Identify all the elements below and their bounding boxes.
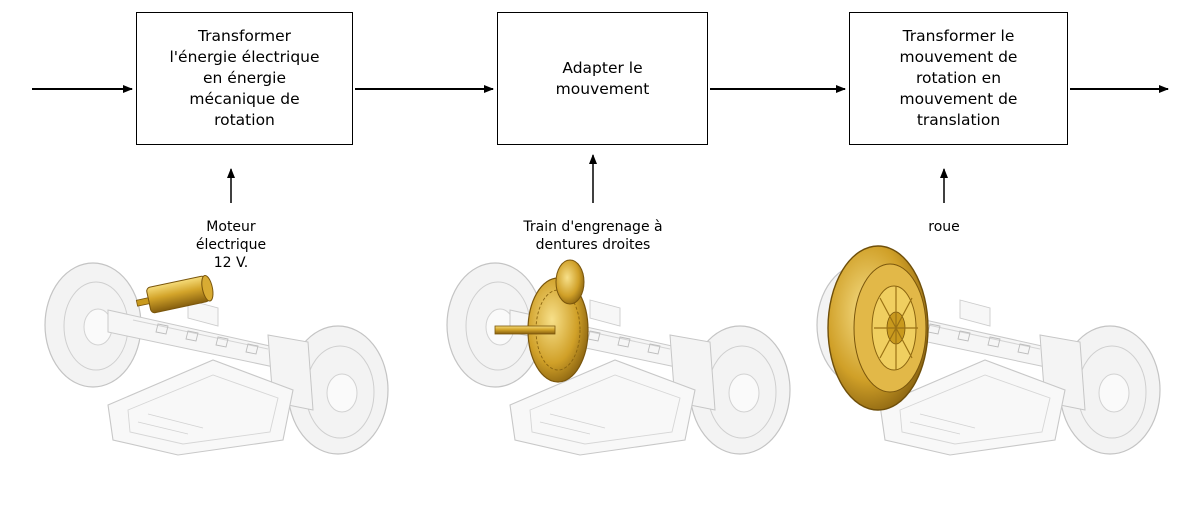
label-wheel: roue [928, 219, 960, 235]
label-gear-train: Train d'engrenage à dentures droites [523, 219, 663, 253]
label-motor: Moteur électrique 12 V. [195, 219, 267, 271]
block-adapt-motion: Adapter le mouvement [497, 12, 708, 145]
wheel-illustration [816, 245, 1161, 456]
gear-train-illustration [446, 259, 791, 456]
motor-illustration [44, 262, 389, 456]
block-convert-energy: Transformer l'énergie électrique en éner… [136, 12, 353, 145]
block-convert-motion: Transformer le mouvement de rotation en … [849, 12, 1068, 145]
